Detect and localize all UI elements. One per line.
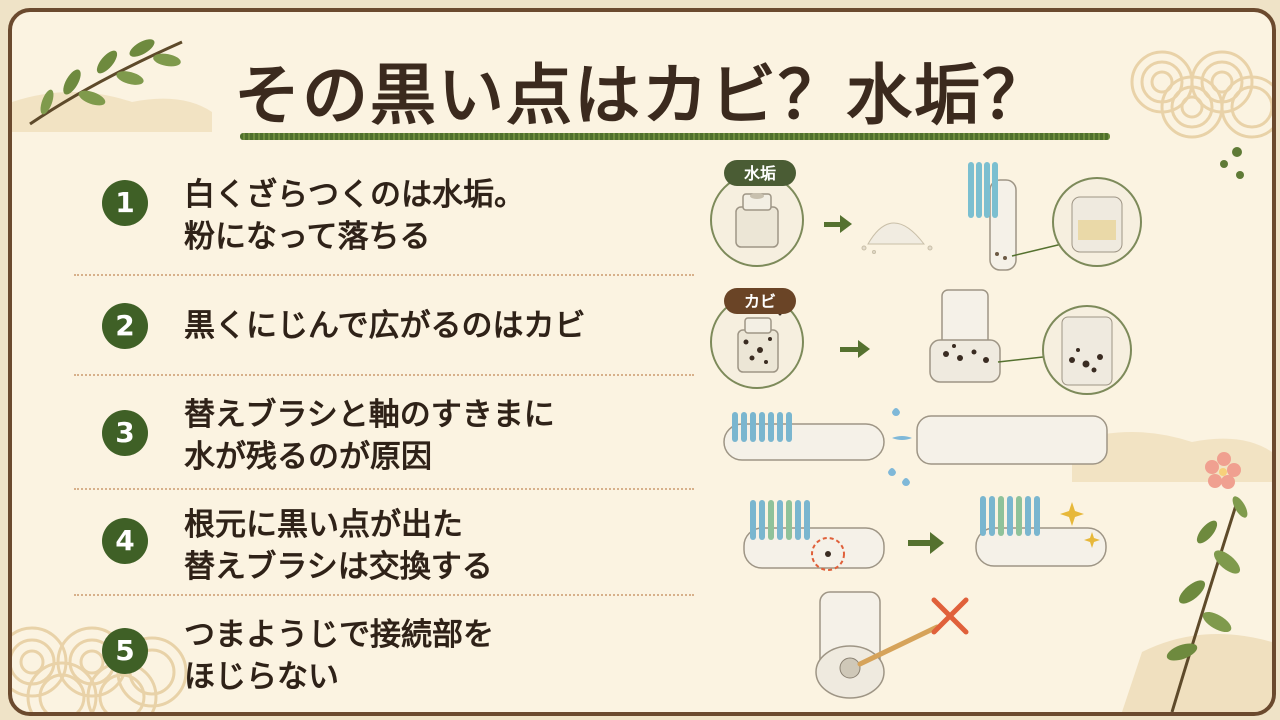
white-powder xyxy=(861,222,933,254)
title-underline xyxy=(240,133,1110,140)
limescale-illustration xyxy=(710,162,1142,271)
sparkle-icon xyxy=(1060,502,1100,548)
brush-water-illustration xyxy=(723,408,1108,486)
mold-badge: カビ xyxy=(744,292,776,311)
divider xyxy=(74,274,694,276)
arrow-right-icon xyxy=(840,340,870,358)
tip-number: 1 xyxy=(102,180,148,226)
divider xyxy=(74,594,694,596)
tip-text: 黒くにじんで広がるのはカビ xyxy=(184,308,586,344)
flower-icon xyxy=(1205,452,1241,489)
page-title: その黒い点はカビ？水垢？ xyxy=(234,57,1050,134)
tip-number: 4 xyxy=(102,518,148,564)
tip-text: 根元に黒い点が出た 替えブラシは交換する xyxy=(184,507,493,585)
tip-number: 2 xyxy=(102,303,148,349)
wave-pattern-icon xyxy=(1130,50,1272,139)
divider xyxy=(74,374,694,376)
tip-text: 替えブラシと軸のすきまに 水が残るのが原因 xyxy=(184,397,555,475)
infographic-card: その黒い点はカビ？水垢？ 1 白くざらつくのは水垢。 粉になって落ちる 2 黒く… xyxy=(8,8,1276,716)
cross-mark-icon xyxy=(931,597,969,635)
leaf-branch-icon xyxy=(1166,496,1248,712)
arrow-right-icon xyxy=(908,532,944,554)
dot-cluster xyxy=(1220,147,1244,179)
tip-text: 白くざらつくのは水垢。 粉になって落ちる xyxy=(184,177,525,255)
illustration-panel: 水垢 xyxy=(710,160,1142,699)
toothbrush-head xyxy=(968,162,1017,271)
arrow-right-icon xyxy=(824,215,852,233)
toothpick-illustration xyxy=(815,591,969,699)
tip-text: つまようじで接続部を ほじらない xyxy=(184,617,494,695)
leaf-branch-icon xyxy=(29,39,183,126)
replace-brush-illustration xyxy=(743,496,1107,571)
water-drop-icon xyxy=(888,408,912,486)
tip-number: 5 xyxy=(102,628,148,674)
mold-illustration xyxy=(710,289,1132,395)
divider xyxy=(74,488,694,490)
cloud-shape xyxy=(1122,634,1272,712)
limescale-badge: 水垢 xyxy=(744,164,776,183)
tip-number: 3 xyxy=(102,410,148,456)
